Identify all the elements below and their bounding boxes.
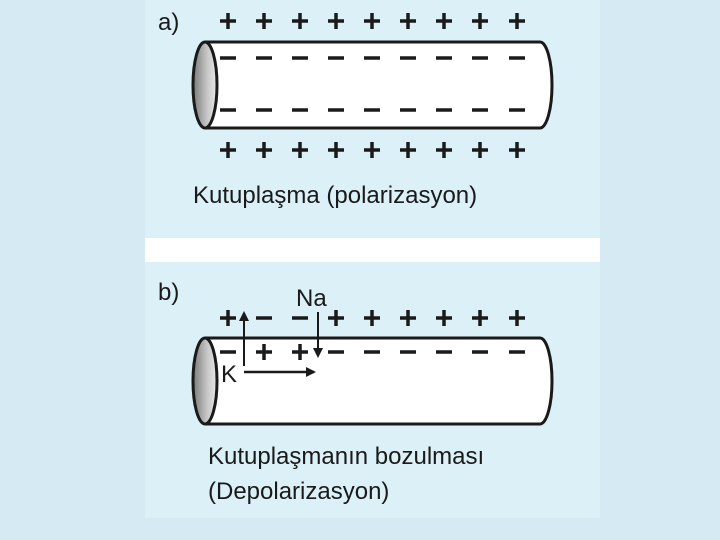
minus-charge — [436, 56, 452, 60]
minus-charge — [364, 108, 380, 112]
minus-charge — [400, 350, 416, 354]
plus-charge — [509, 13, 525, 29]
outer-top-charges-a — [220, 13, 525, 29]
plus-charge — [328, 13, 344, 29]
plus-charge — [472, 142, 488, 158]
plus-charge — [436, 310, 452, 326]
axon-end-cap-b — [193, 338, 217, 424]
panel-b-label: b) — [158, 279, 179, 306]
plus-charge — [436, 142, 452, 158]
na-ion-label: Na — [296, 285, 327, 312]
minus-charge — [436, 350, 452, 354]
inner-top-charges-a — [220, 56, 525, 60]
minus-charge — [220, 108, 236, 112]
outer-top-charges-b — [220, 310, 525, 326]
minus-charge — [509, 56, 525, 60]
plus-charge — [328, 142, 344, 158]
axon-end-cap-a — [193, 42, 217, 128]
panel-b-caption-line1: Kutuplaşmanın bozulması — [208, 443, 484, 470]
plus-charge — [220, 13, 236, 29]
minus-charge — [436, 108, 452, 112]
inner-bottom-charges-a — [220, 108, 525, 112]
minus-charge — [292, 108, 308, 112]
plus-charge — [364, 13, 380, 29]
panel-a-caption: Kutuplaşma (polarizasyon) — [193, 182, 477, 209]
minus-charge — [328, 56, 344, 60]
plus-charge — [400, 142, 416, 158]
plus-charge — [400, 310, 416, 326]
minus-charge — [364, 350, 380, 354]
panel-b-caption-line2: (Depolarizasyon) — [208, 478, 389, 505]
minus-charge — [292, 316, 308, 320]
minus-charge — [509, 108, 525, 112]
minus-charge — [256, 108, 272, 112]
minus-charge — [220, 350, 236, 354]
k-ion-label: K — [221, 361, 237, 388]
minus-charge — [509, 350, 525, 354]
minus-charge — [256, 56, 272, 60]
plus-charge — [400, 13, 416, 29]
plus-charge — [256, 13, 272, 29]
plus-charge — [509, 142, 525, 158]
plus-charge — [220, 142, 236, 158]
minus-charge — [400, 108, 416, 112]
plus-charge — [472, 310, 488, 326]
minus-charge — [292, 56, 308, 60]
plus-charge — [364, 310, 380, 326]
minus-charge — [364, 56, 380, 60]
minus-charge — [328, 350, 344, 354]
plus-charge — [292, 142, 308, 158]
plus-charge — [256, 142, 272, 158]
plus-charge — [292, 13, 308, 29]
minus-charge — [472, 108, 488, 112]
plus-charge — [364, 142, 380, 158]
plus-charge — [436, 13, 452, 29]
axon-cylinder-a — [193, 42, 552, 128]
minus-charge — [256, 316, 272, 320]
minus-charge — [328, 108, 344, 112]
minus-charge — [472, 56, 488, 60]
plus-charge — [472, 13, 488, 29]
plus-charge — [509, 310, 525, 326]
outer-bottom-charges-a — [220, 142, 525, 158]
plus-charge — [328, 310, 344, 326]
plus-charge — [220, 310, 236, 326]
minus-charge — [220, 56, 236, 60]
minus-charge — [472, 350, 488, 354]
panel-a-label: a) — [158, 9, 179, 36]
minus-charge — [400, 56, 416, 60]
